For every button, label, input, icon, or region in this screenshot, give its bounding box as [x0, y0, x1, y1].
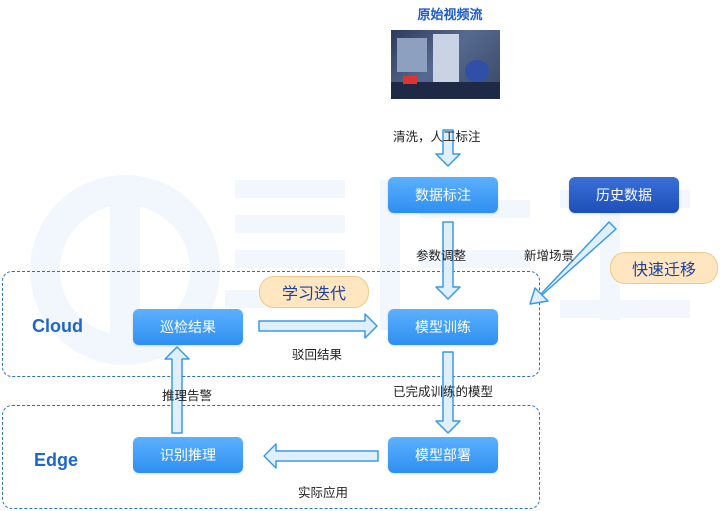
arrow-left-deploy	[263, 443, 379, 469]
edge-zone	[2, 405, 540, 509]
label-clean: 清洗，人工标注	[393, 129, 481, 144]
arrow-down-video	[435, 129, 461, 167]
badge-migrate: 快速迁移	[610, 252, 718, 284]
history-box: 历史数据	[569, 177, 679, 213]
label-new-scene: 新增场景	[524, 248, 575, 263]
label-alarm: 推理告警	[162, 388, 213, 403]
label-apply: 实际应用	[298, 485, 349, 500]
label-trained: 已完成训练的模型	[393, 384, 494, 399]
patrol-box: 巡检结果	[133, 309, 243, 345]
edge-label: Edge	[34, 450, 79, 470]
arrow-down-train	[435, 351, 461, 434]
arrow-right-patrol	[258, 313, 378, 339]
train-box: 模型训练	[388, 309, 498, 345]
arrow-down-annotate	[435, 221, 461, 300]
arrow-diag-history	[529, 221, 617, 305]
annotate-box: 数据标注	[388, 177, 498, 213]
recognize-box: 识别推理	[133, 437, 243, 473]
cloud-label: Cloud	[32, 316, 83, 336]
source-title: 原始视频流	[417, 8, 483, 23]
label-tune: 参数调整	[416, 248, 467, 263]
label-reject: 驳回结果	[292, 347, 343, 362]
video-stream-image	[391, 30, 500, 99]
arrow-up-recognize	[164, 346, 190, 434]
badge-iterate: 学习迭代	[259, 276, 369, 308]
cloud-zone	[2, 271, 540, 377]
deploy-box: 模型部署	[388, 437, 498, 473]
